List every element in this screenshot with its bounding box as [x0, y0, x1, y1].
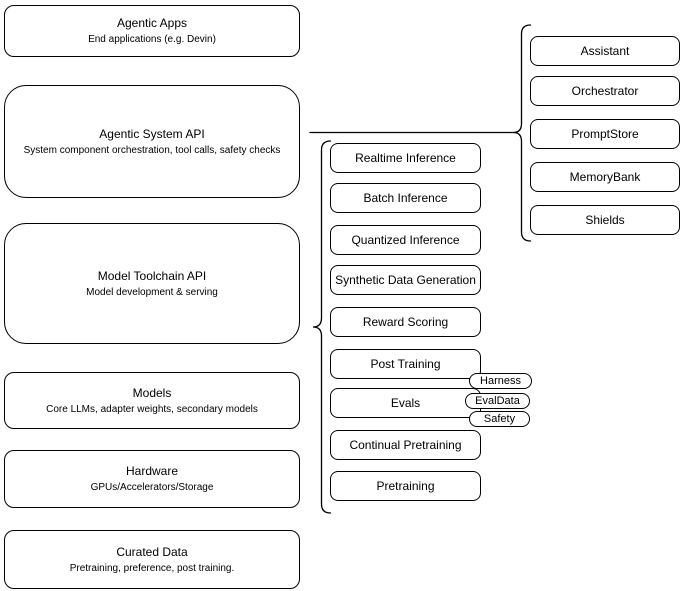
node-subtitle: End applications (e.g. Devin)	[88, 34, 216, 45]
toolchain-bracket	[312, 140, 332, 514]
node-subtitle: Pretraining, preference, post training.	[69, 562, 235, 574]
node-post-training: Post Training	[330, 349, 481, 379]
node-realtime-inference: Realtime Inference	[330, 143, 481, 173]
node-shields: Shields	[530, 205, 680, 235]
node-model-toolchain-api: Model Toolchain API Model development & …	[4, 223, 300, 344]
node-title: Agentic Apps	[116, 16, 188, 30]
node-curated-data: Curated Data Pretraining, preference, po…	[4, 530, 300, 589]
node-title: Agentic System API	[99, 126, 205, 141]
node-promptstore: PromptStore	[530, 119, 680, 149]
node-title: Models	[132, 385, 172, 400]
node-synthetic-data-generation: Synthetic Data Generation	[330, 265, 481, 295]
node-title: Curated Data	[116, 544, 188, 559]
node-reward-scoring: Reward Scoring	[330, 307, 481, 337]
node-evals: Evals	[330, 388, 481, 418]
node-subtitle: Core LLMs, adapter weights, secondary mo…	[46, 403, 258, 415]
node-title: Hardware	[125, 464, 179, 478]
node-models: Models Core LLMs, adapter weights, secon…	[4, 372, 300, 429]
node-title: Model Toolchain API	[97, 268, 207, 283]
node-hardware: Hardware GPUs/Accelerators/Storage	[4, 450, 300, 508]
badge-evaldata: EvalData	[465, 393, 530, 409]
node-agentic-system-api: Agentic System API System component orch…	[4, 85, 300, 198]
node-subtitle: Model development & serving	[86, 286, 218, 298]
node-subtitle: System component orchestration, tool cal…	[23, 144, 281, 156]
node-agentic-apps: Agentic Apps End applications (e.g. Devi…	[4, 5, 300, 57]
node-orchestrator: Orchestrator	[530, 76, 680, 106]
badge-safety: Safety	[469, 411, 530, 427]
node-memorybank: MemoryBank	[530, 162, 680, 192]
node-quantized-inference: Quantized Inference	[330, 225, 481, 255]
node-assistant: Assistant	[530, 36, 680, 66]
system-components-bracket	[513, 24, 532, 242]
node-subtitle: GPUs/Accelerators/Storage	[90, 482, 214, 493]
node-batch-inference: Batch Inference	[330, 183, 481, 213]
node-pretraining: Pretraining	[330, 471, 481, 501]
badge-harness: Harness	[469, 373, 532, 389]
node-continual-pretraining: Continual Pretraining	[330, 430, 481, 460]
